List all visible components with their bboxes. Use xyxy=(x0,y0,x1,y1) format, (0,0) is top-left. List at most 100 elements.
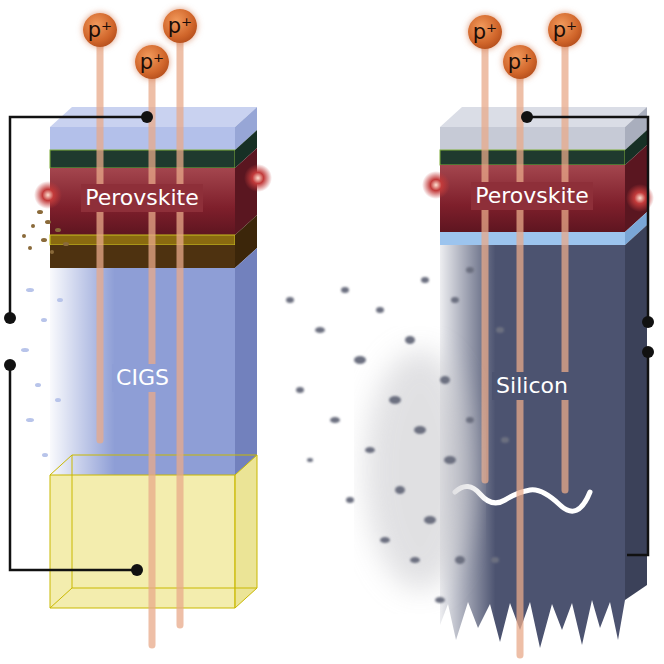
particle xyxy=(41,318,47,322)
particle xyxy=(435,597,445,603)
particle-label: p⁺ xyxy=(140,52,164,73)
terminal-dot xyxy=(141,111,153,123)
layer-name: CIGS xyxy=(112,364,173,391)
particle xyxy=(35,383,41,387)
terminal-dot xyxy=(4,312,16,324)
particle xyxy=(354,356,366,364)
proton-track xyxy=(562,30,569,490)
particle xyxy=(286,297,294,303)
terminals xyxy=(4,111,654,576)
particle xyxy=(410,557,420,563)
proton-circle: p⁺ xyxy=(135,45,169,79)
particle xyxy=(466,417,474,423)
terminal-dot xyxy=(131,564,143,576)
particle xyxy=(424,516,436,524)
particle xyxy=(22,234,26,238)
contact-layer xyxy=(50,150,235,168)
particle xyxy=(330,417,340,423)
layer-label: Perovskite xyxy=(76,181,208,215)
buffer-layer xyxy=(50,245,235,268)
particle xyxy=(55,228,61,232)
particle xyxy=(42,453,48,457)
proton-track xyxy=(177,26,184,625)
debris xyxy=(22,210,69,254)
particle xyxy=(496,327,504,333)
particle xyxy=(451,297,459,303)
particle-label: p⁺ xyxy=(553,20,577,41)
proton-circle: p⁺ xyxy=(503,45,537,79)
interlayer xyxy=(440,232,625,245)
particle xyxy=(26,288,34,292)
particle xyxy=(395,486,405,494)
spark xyxy=(244,164,272,192)
particle xyxy=(440,376,450,384)
particle xyxy=(405,336,415,344)
substrate-edge xyxy=(50,455,72,475)
proton-circle: p⁺ xyxy=(83,13,117,47)
wire xyxy=(10,365,137,570)
substrate-edge xyxy=(72,455,257,456)
proton-circle: p⁺ xyxy=(468,15,502,49)
particle xyxy=(50,250,54,254)
particle-label: p⁺ xyxy=(473,22,497,43)
perovskite-silicon-cell xyxy=(440,107,647,648)
debris-cloud xyxy=(286,267,509,603)
particle-label: p⁺ xyxy=(508,52,532,73)
particle xyxy=(341,287,349,293)
particle xyxy=(21,348,29,352)
wire xyxy=(627,352,648,555)
particle xyxy=(466,267,474,273)
layer-label: Perovskite xyxy=(466,179,598,213)
wire xyxy=(10,117,147,318)
debris xyxy=(21,288,63,457)
particle xyxy=(31,224,35,228)
perovskite-layer xyxy=(50,168,235,235)
spark xyxy=(626,184,654,212)
substrate-edge xyxy=(72,455,73,588)
particle xyxy=(444,456,456,464)
degradation-fade xyxy=(50,268,235,475)
layer-name: Perovskite xyxy=(471,182,593,209)
particle xyxy=(380,537,390,543)
layer-label: Silicon xyxy=(487,369,577,403)
spark xyxy=(422,171,450,199)
particle xyxy=(501,437,509,443)
particle xyxy=(455,556,465,564)
particle xyxy=(389,396,401,404)
particle xyxy=(63,242,69,246)
particle xyxy=(346,497,354,503)
proton-track xyxy=(149,62,156,645)
sparks xyxy=(34,164,654,212)
substrate-edge xyxy=(50,588,72,608)
particle xyxy=(26,418,34,422)
terminal-dot xyxy=(521,111,533,123)
proton-track xyxy=(517,62,524,655)
layer-label: CIGS xyxy=(107,361,178,395)
wires xyxy=(10,117,648,570)
terminal-dot xyxy=(642,346,654,358)
proton-tracks xyxy=(100,26,565,655)
wire xyxy=(527,117,648,322)
particle xyxy=(315,327,325,333)
particle xyxy=(45,220,51,224)
particle xyxy=(307,458,313,462)
particle xyxy=(55,398,61,402)
side-face xyxy=(235,248,257,475)
particle xyxy=(421,277,429,283)
glass-layer xyxy=(50,127,235,150)
particle xyxy=(376,307,384,313)
glass-layer xyxy=(440,127,625,150)
side-face xyxy=(625,225,647,600)
cigs-layer xyxy=(50,268,235,475)
layer-name: Perovskite xyxy=(81,184,203,211)
proton-track xyxy=(482,32,489,480)
terminal-dot xyxy=(4,359,16,371)
particle xyxy=(414,426,426,434)
contact-layer xyxy=(440,150,625,165)
layer-name: Silicon xyxy=(492,372,572,399)
proton-circle: p⁺ xyxy=(163,9,197,43)
spark xyxy=(34,181,62,209)
haze xyxy=(365,350,475,590)
